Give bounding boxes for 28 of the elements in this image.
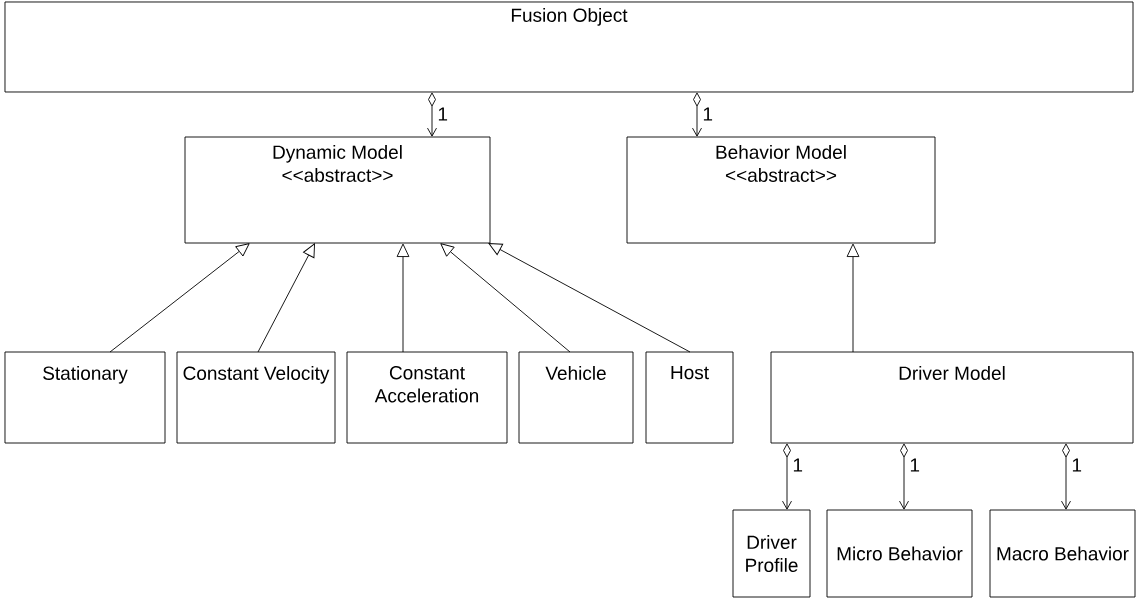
composition-arrow [899,443,909,510]
composition-arrow [1061,443,1071,510]
class-box: Fusion Object [4,1,1134,93]
inheritance-arrow [396,243,410,353]
multiplicity-label: 1 [791,457,805,473]
class-box: Vehicle [518,351,634,444]
class-box: Macro Behavior [989,509,1136,598]
abstract-class-box: Dynamic Model <<abstract>> [184,136,491,244]
composition-arrow [782,443,792,510]
multiplicity-label: 1 [436,106,449,122]
inheritance-arrow [488,243,691,353]
composition-arrow [692,92,702,137]
class-box: Constant Velocity [176,351,336,444]
inheritance-arrow [109,243,250,353]
multiplicity-label: 1 [1070,457,1084,473]
multiplicity-label: 1 [908,457,922,473]
inheritance-arrow [257,243,315,353]
class-box: Constant Acceleration [346,351,508,444]
class-box: Driver Model [770,351,1134,444]
abstract-class-box: Behavior Model <<abstract>> [626,136,936,244]
class-box: Micro Behavior [826,509,973,598]
class-box: Driver Profile [732,509,811,598]
class-box: Host [645,351,734,444]
class-box: Stationary [4,351,166,444]
inheritance-arrow [846,243,860,353]
inheritance-arrow [440,243,571,353]
composition-arrow [427,92,437,137]
multiplicity-label: 1 [701,106,715,122]
